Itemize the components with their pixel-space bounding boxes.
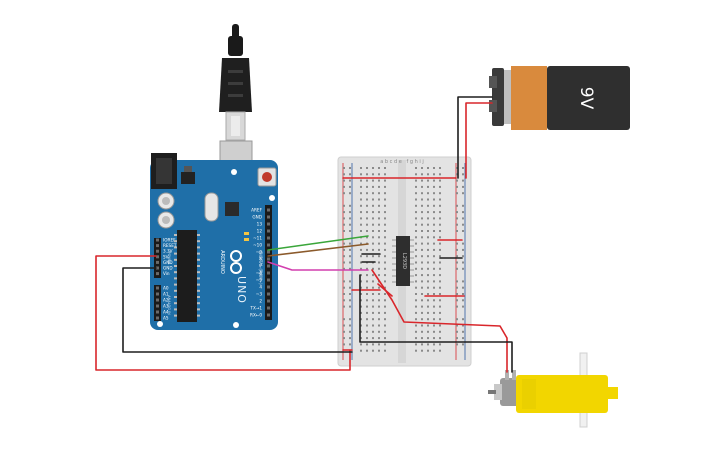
pin-label: ~6 xyxy=(256,271,263,276)
power-label: POWER xyxy=(167,252,171,266)
pin-label: 12 xyxy=(257,229,263,234)
battery-wire-red[interactable] xyxy=(465,102,493,179)
digital-label: DIGITAL (PWM~) xyxy=(258,251,263,285)
column-letters: a b c d e f g h i j xyxy=(380,159,424,165)
pin-label: A2 xyxy=(163,298,169,303)
pin-label: ~11 xyxy=(253,236,262,241)
pin-label: A1 xyxy=(163,292,169,297)
pin-label: ~9 xyxy=(256,250,263,255)
wire-signal-magenta[interactable] xyxy=(267,261,369,271)
battery-label: 9V xyxy=(576,87,596,110)
pin-label: 2 xyxy=(259,299,262,304)
pin-label: ~3 xyxy=(256,292,263,297)
pin-label: GND xyxy=(163,266,173,271)
wires xyxy=(95,96,513,373)
l293d-chip[interactable]: L293D xyxy=(392,236,414,286)
analog-header xyxy=(154,285,161,321)
pin-label: GND xyxy=(163,260,173,265)
analog-label: ANALOG IN xyxy=(167,295,171,315)
pin-label: TX→1 xyxy=(249,306,262,311)
pin-label: GND xyxy=(252,215,262,220)
crystal xyxy=(204,192,219,222)
brand-text: ARDUINO xyxy=(219,250,225,274)
pin-label: A4 xyxy=(163,310,169,315)
pin-label: Vin xyxy=(163,271,170,276)
pin-label: IOREF xyxy=(163,238,176,243)
breadboard-holes xyxy=(343,167,464,352)
pin-label: ~5 xyxy=(256,278,263,283)
pin-label: RESET xyxy=(163,243,177,248)
arduino-uno-board[interactable]: ARDUINO UNO AREF GND 13 12 ~11 ~10 ~9 8 7 ~6 ~5 4 ~3… xyxy=(150,153,278,330)
pin-label: A0 xyxy=(163,286,169,291)
model-text: UNO xyxy=(235,276,248,304)
chip-label: L293D xyxy=(401,253,407,269)
pin-label: ~10 xyxy=(253,243,262,248)
wire-5v-red[interactable] xyxy=(95,255,351,371)
atmega-chip xyxy=(177,230,197,322)
pin-label: 7 xyxy=(259,264,262,269)
wire-gnd-black[interactable] xyxy=(122,267,353,353)
motor-wire-black[interactable] xyxy=(359,274,513,373)
pin-label: 8 xyxy=(259,257,262,262)
wire-signal-brown[interactable] xyxy=(267,243,369,257)
pin-label: 4 xyxy=(259,285,262,290)
pin-label: 5V xyxy=(163,254,169,259)
pin-label: 13 xyxy=(257,222,263,227)
wire-signal-green[interactable] xyxy=(267,235,369,251)
digital-pin-labels: AREF GND 13 12 ~11 ~10 ~9 8 7 ~6 ~5 4 ~3 2TX→1RX←0 xyxy=(249,208,270,318)
pin-label: RX←0 xyxy=(250,313,262,318)
pin-label: A3 xyxy=(163,304,169,309)
dc-gear-motor[interactable] xyxy=(488,352,618,428)
pin-label: A5 xyxy=(163,316,169,321)
battery-9v[interactable]: 9V xyxy=(489,66,630,130)
reset-button[interactable] xyxy=(257,167,277,187)
pin-label: AREF xyxy=(251,208,262,213)
motor-wire-red[interactable] xyxy=(371,269,508,373)
pin-label: 3.3V xyxy=(163,249,173,254)
arduino-logo: ARDUINO xyxy=(219,250,242,274)
battery-wire-black[interactable] xyxy=(457,96,493,179)
